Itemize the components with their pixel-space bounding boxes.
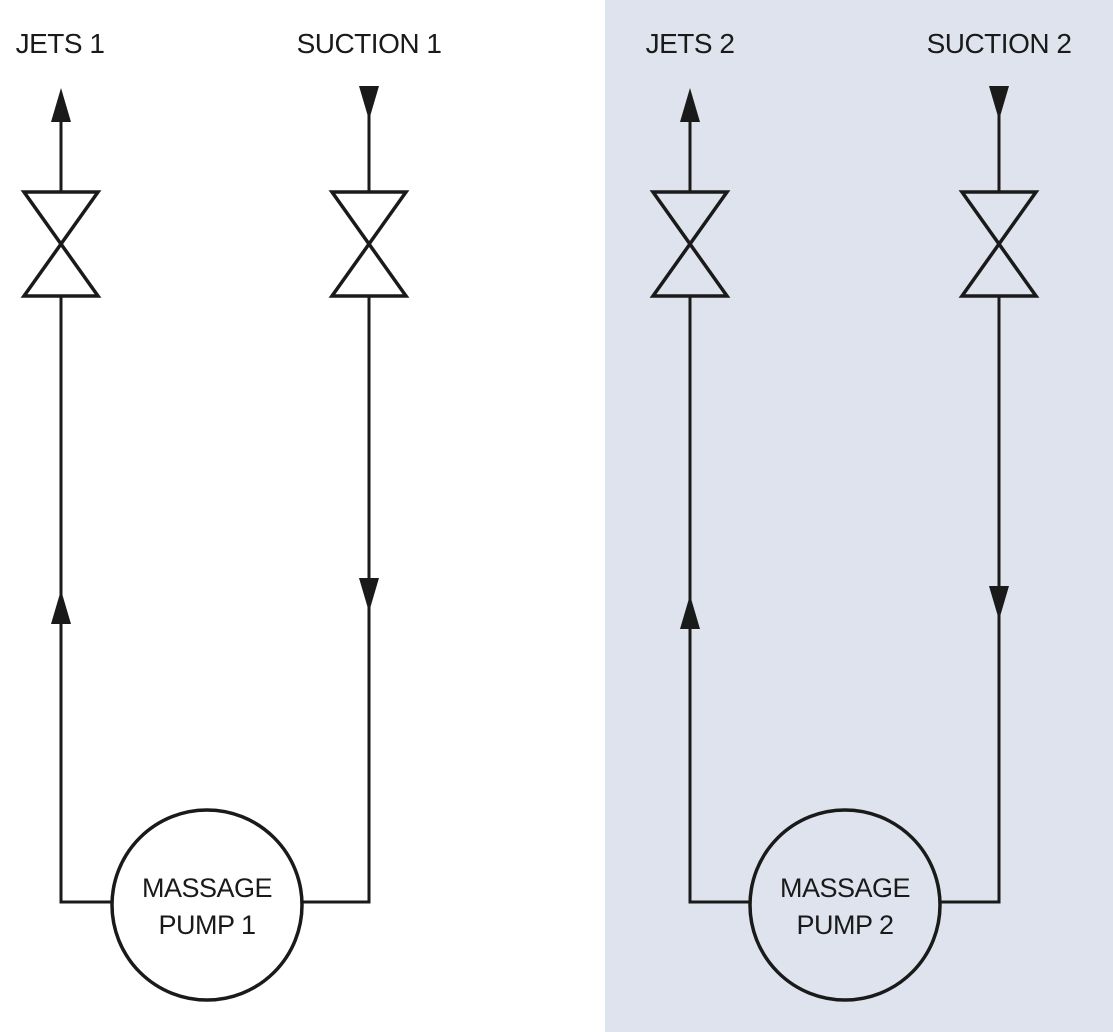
suction-2-valve (958, 190, 1040, 298)
suction-2-pipe-lower (940, 296, 1001, 904)
jets-1-pipe-lower (59, 296, 112, 904)
circuit-2: JETS 2 SUCTION 2 MASSAGE PUMP 2 (646, 28, 1072, 1002)
massage-pump-2-label-line-1: MASSAGE (780, 873, 910, 903)
suction-1-pipe-lower (302, 296, 371, 904)
suction-1-valve (328, 190, 410, 298)
circuit-1: JETS 1 SUCTION 1 MASSAGE PUMP 1 (16, 28, 442, 1002)
suction-1-label: SUCTION 1 (297, 28, 442, 59)
jets-2-flow-arrow (680, 595, 700, 629)
jets-1-label: JETS 1 (16, 28, 105, 59)
jets-2-outlet-arrow (680, 88, 700, 122)
jets-1-outlet-arrow (51, 88, 71, 122)
suction-2-label: SUCTION 2 (927, 28, 1072, 59)
jets-2-pipe-lower (688, 296, 750, 904)
jets-2-label: JETS 2 (646, 28, 735, 59)
suction-1-flow-arrow (359, 578, 379, 612)
jets-1-valve (20, 190, 102, 298)
massage-pump-2-label-line-2: PUMP 2 (796, 910, 893, 940)
massage-pump-1-label-line-2: PUMP 1 (158, 910, 255, 940)
jets-2-valve (649, 190, 731, 298)
jets-1-flow-arrow (51, 590, 71, 624)
massage-pump-2-circle (748, 808, 942, 1002)
suction-2-inlet-arrow (989, 86, 1009, 120)
massage-pump-1-label-line-1: MASSAGE (142, 873, 272, 903)
suction-1-inlet-arrow (359, 86, 379, 120)
massage-pump-1-circle (110, 808, 304, 1002)
suction-2-flow-arrow (989, 586, 1009, 620)
